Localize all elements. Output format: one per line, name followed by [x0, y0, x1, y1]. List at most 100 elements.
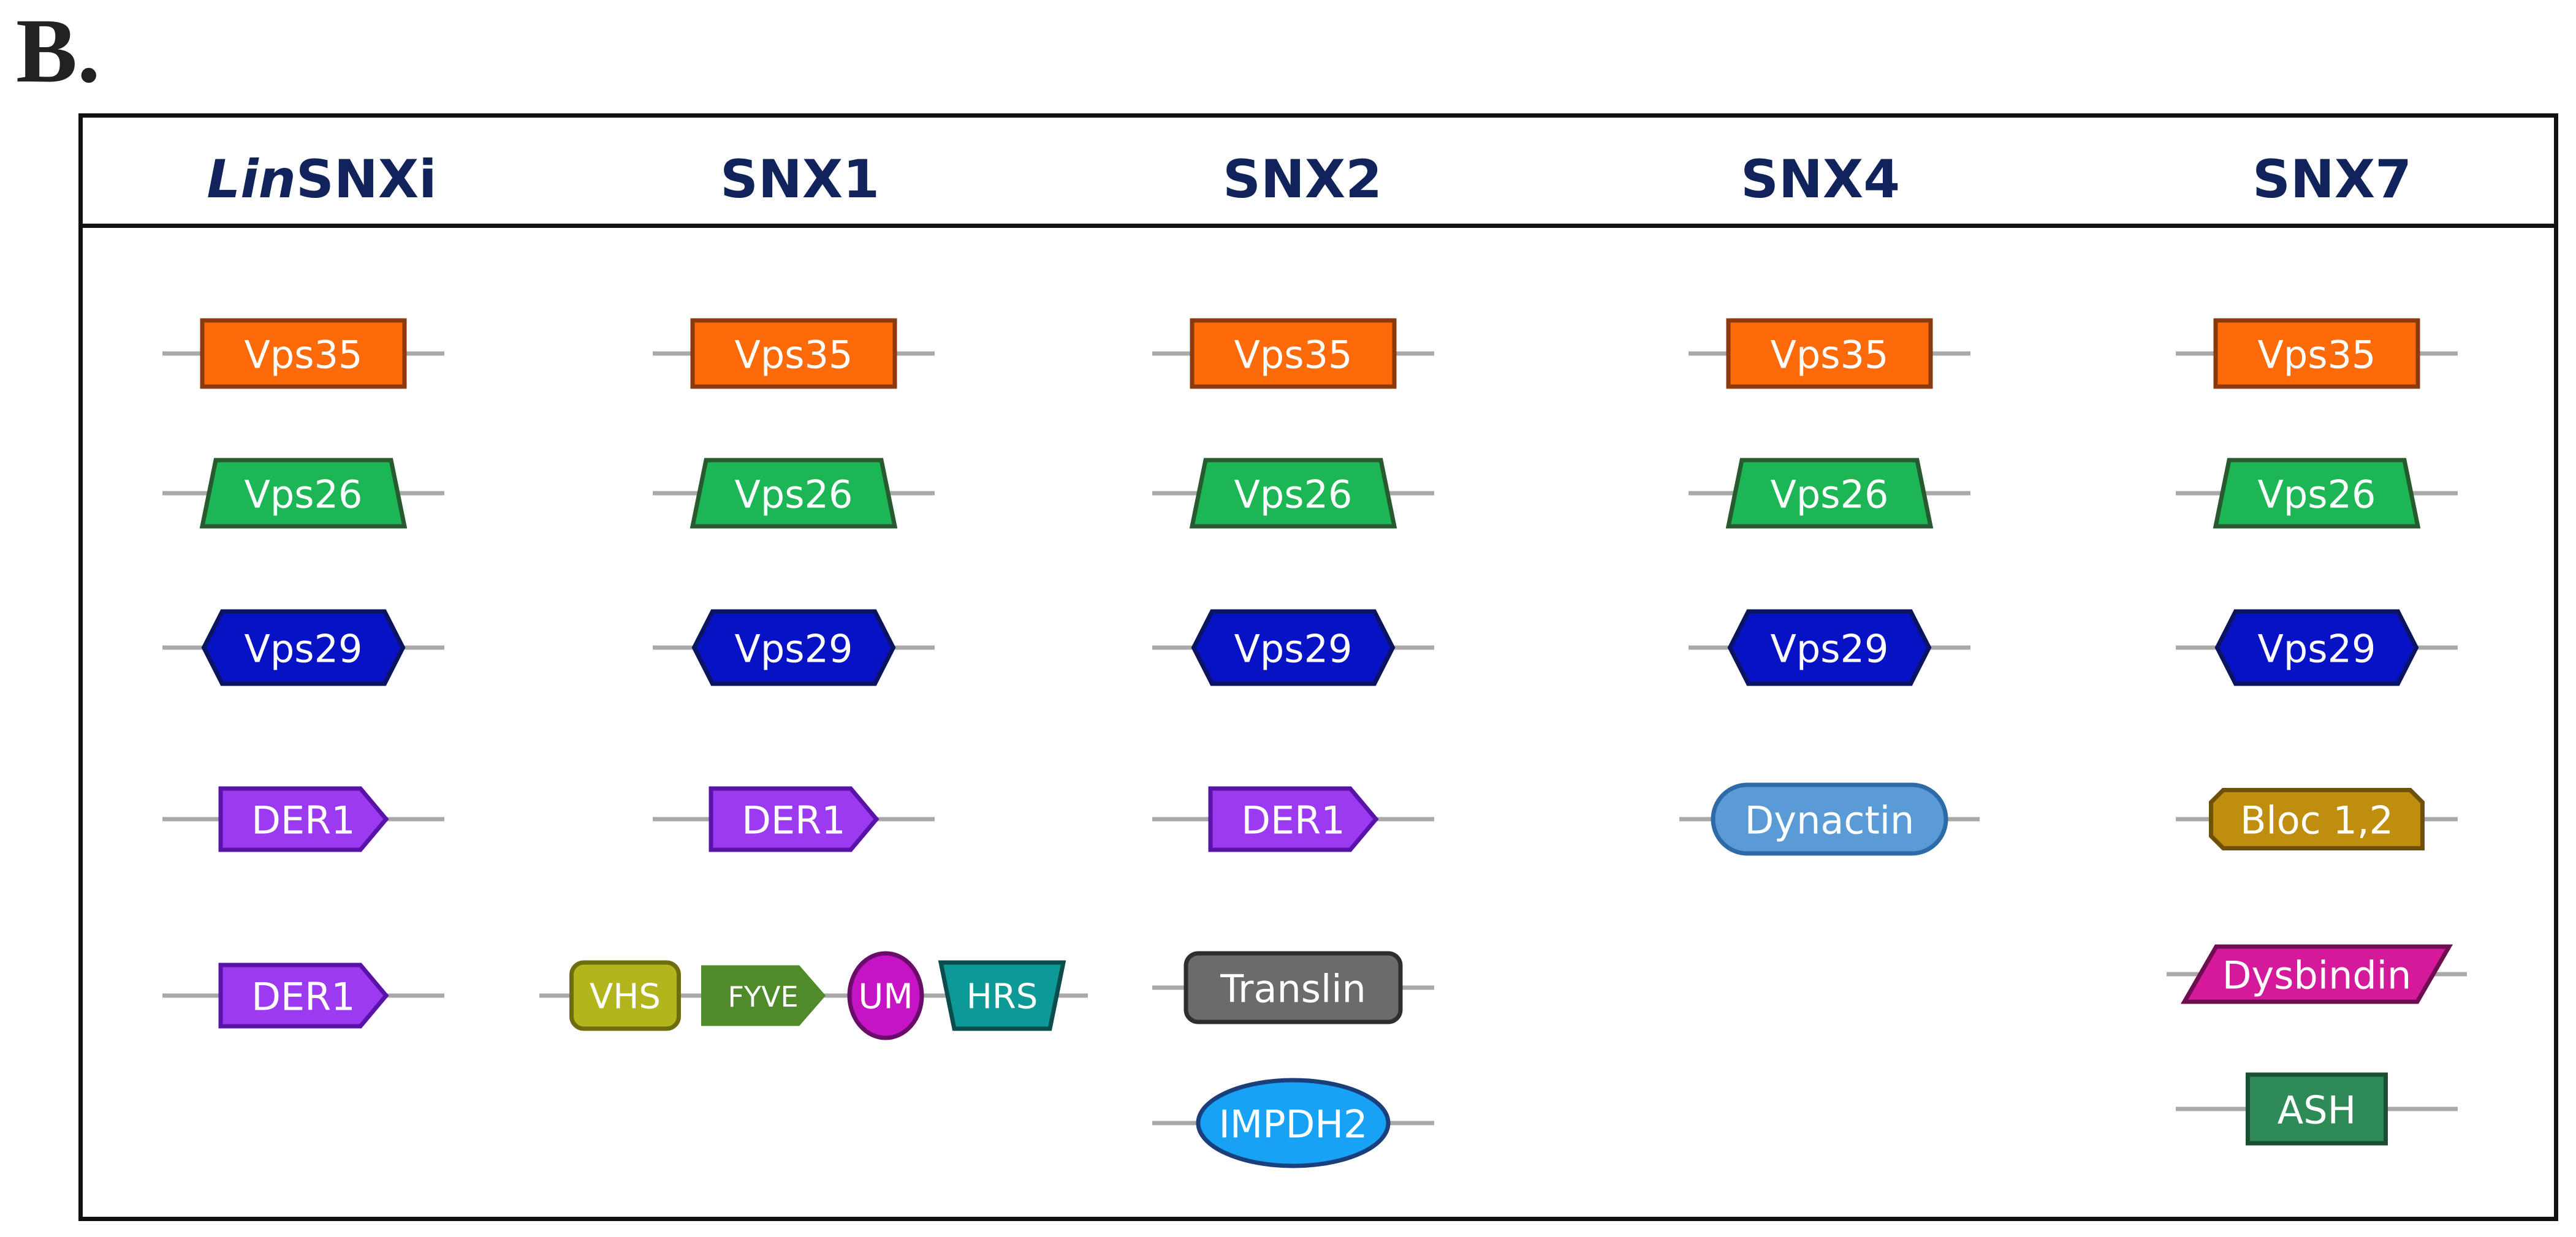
- domain-shape: [701, 965, 826, 1026]
- domain-shape: [569, 960, 681, 1031]
- domain-label: IMPDH2: [1219, 1102, 1368, 1147]
- domain-row: Bloc 1,2: [2176, 788, 2458, 850]
- domain-shape: [690, 458, 898, 529]
- domain-row: Vps26: [653, 458, 935, 529]
- domain-shape: [2213, 458, 2421, 529]
- domain-vps29: Vps29: [691, 609, 896, 686]
- domain-shape: [709, 786, 880, 852]
- domain-label: Vps26: [2258, 472, 2376, 517]
- domain-label: Vps35: [735, 333, 853, 377]
- domain-der1: DER1: [218, 963, 389, 1029]
- column-title-snx7: SNX7: [2118, 153, 2547, 206]
- domain-shape: [200, 318, 407, 389]
- header-divider: [78, 224, 2558, 228]
- domain-row: Vps35: [2176, 318, 2458, 389]
- column-title-linsnxi: LinSNXi: [107, 153, 536, 206]
- domain-label: Vps35: [2258, 333, 2376, 377]
- domain-vps35: Vps35: [200, 318, 407, 389]
- domain-label: Bloc 1,2: [2240, 798, 2393, 843]
- domain-row: Vps26: [162, 458, 444, 529]
- domain-shape: [1191, 609, 1396, 686]
- domain-row: Vps29: [162, 609, 444, 686]
- column-title-snx1: SNX1: [585, 153, 1014, 206]
- domain-row: Vps26: [1152, 458, 1434, 529]
- domain-dynactin: Dynactin: [1711, 782, 1948, 856]
- column-title-text: SNX2: [1222, 149, 1383, 210]
- domain-der1: DER1: [1208, 786, 1379, 852]
- domain-shape: [1725, 458, 1934, 529]
- domain-vps26: Vps26: [1189, 458, 1397, 529]
- domain-row: DER1: [1152, 786, 1434, 852]
- domain-label: Vps26: [245, 472, 363, 517]
- domain-label: Vps29: [245, 627, 363, 671]
- domain-shape: [690, 318, 897, 389]
- domain-label: Vps35: [1771, 333, 1889, 377]
- domain-translin: Translin: [1184, 951, 1403, 1024]
- domain-vps35: Vps35: [1190, 318, 1397, 389]
- domain-der1: DER1: [709, 786, 880, 852]
- domain-vps35: Vps35: [2213, 318, 2420, 389]
- domain-label: Vps26: [1771, 472, 1889, 517]
- domain-shape: [2213, 318, 2420, 389]
- domain-vps29: Vps29: [1191, 609, 1396, 686]
- domain-hrs: HRS: [938, 960, 1066, 1031]
- domain-row: ASH: [2176, 1072, 2458, 1146]
- domain-shape: [218, 963, 389, 1029]
- panel-label: B.: [16, 0, 101, 102]
- domain-label: UM: [858, 977, 913, 1017]
- domain-shape: [2209, 788, 2425, 850]
- domain-row: Vps29: [2176, 609, 2458, 686]
- domain-label: Vps29: [735, 627, 853, 671]
- domain-row: Vps35: [1689, 318, 1970, 389]
- domain-fyve: FYVE: [701, 965, 826, 1026]
- domain-shape: [691, 609, 896, 686]
- domain-um: UM: [847, 951, 924, 1040]
- domain-shape: [1208, 786, 1379, 852]
- domain-label: Dysbindin: [2222, 953, 2412, 998]
- domain-vps29: Vps29: [201, 609, 406, 686]
- domain-vps26: Vps26: [2213, 458, 2421, 529]
- column-title-text: SNXi: [295, 149, 437, 210]
- domain-row: Vps35: [162, 318, 444, 389]
- domain-vps35: Vps35: [1726, 318, 1933, 389]
- domain-label: DER1: [742, 798, 845, 843]
- domain-row: Dynactin: [1679, 782, 1980, 856]
- domain-shape: [847, 951, 924, 1040]
- column-title-snx4: SNX4: [1606, 153, 2035, 206]
- domain-label: Vps29: [1234, 627, 1353, 671]
- column-title-text: SNX4: [1740, 149, 1901, 210]
- domain-shape: [199, 458, 408, 529]
- domain-label: Vps29: [2258, 627, 2376, 671]
- domain-vps29: Vps29: [1727, 609, 1932, 686]
- domain-vps26: Vps26: [199, 458, 408, 529]
- domain-row: DER1: [162, 786, 444, 852]
- domain-dysbindin: Dysbindin: [2180, 944, 2453, 1004]
- domain-vhs: VHS: [569, 960, 681, 1031]
- domain-label: Vps35: [1234, 333, 1353, 377]
- domain-vps35: Vps35: [690, 318, 897, 389]
- domain-shape: [1196, 1078, 1391, 1168]
- domain-shape: [1184, 951, 1403, 1024]
- figure-frame: [78, 113, 2558, 1221]
- domain-label: Translin: [1220, 967, 1366, 1012]
- domain-shape: [2246, 1072, 2388, 1146]
- domain-row: DER1: [162, 963, 444, 1029]
- domain-shape: [201, 609, 406, 686]
- domain-shape: [2214, 609, 2419, 686]
- domain-label: DER1: [251, 798, 355, 843]
- domain-vps26: Vps26: [1725, 458, 1934, 529]
- domain-label: Dynactin: [1745, 798, 1915, 843]
- domain-shape: [1190, 318, 1397, 389]
- domain-shape: [1711, 782, 1948, 856]
- domain-label: Vps35: [245, 333, 363, 377]
- column-title-snx2: SNX2: [1088, 153, 1517, 206]
- domain-vps29: Vps29: [2214, 609, 2419, 686]
- domain-row: Vps29: [1689, 609, 1970, 686]
- domain-row: Dysbindin: [2167, 944, 2467, 1004]
- domain-row: Vps35: [653, 318, 935, 389]
- domain-shape: [1189, 458, 1397, 529]
- domain-row: Vps29: [1152, 609, 1434, 686]
- domain-row: Translin: [1152, 951, 1434, 1024]
- domain-label: Vps26: [1234, 472, 1353, 517]
